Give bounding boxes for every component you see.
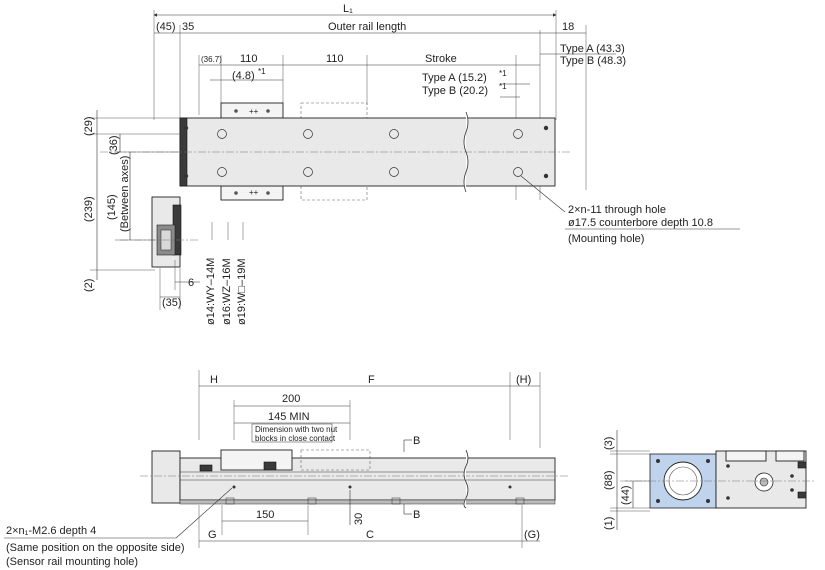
type-a-43-3: Type A (43.3) bbox=[560, 43, 625, 55]
hole-callout-2: ø17.5 counterbore depth 10.8 bbox=[568, 217, 713, 229]
dim-145-min: 145 MIN bbox=[268, 411, 310, 423]
note-mark-1: *1 bbox=[258, 67, 266, 76]
dim-4-8: (4.8) bbox=[232, 70, 255, 82]
dim-g-paren: (G) bbox=[524, 529, 540, 541]
type-b-48-3: Type B (48.3) bbox=[560, 55, 626, 67]
pitch-110-b: 110 bbox=[326, 53, 344, 65]
dim-c: C bbox=[366, 529, 374, 541]
tap-callout-1: 2×n₁-M2.6 depth 4 bbox=[6, 525, 96, 537]
dim-30: 30 bbox=[353, 513, 365, 525]
side-view: H F (H) 200 145 MIN Dimension with two n… bbox=[4, 370, 570, 568]
dim-239: (239) bbox=[83, 196, 95, 222]
between-axes: (Between axes) bbox=[119, 156, 131, 232]
motor-spec-3: ø19:W□–19M bbox=[236, 258, 248, 325]
motor-spec-1: ø14:WY–14M bbox=[205, 258, 217, 325]
dim-36: (36) bbox=[108, 135, 120, 155]
end-dim-44: (44) bbox=[620, 485, 632, 505]
type-a-15-2: Type A (15.2) bbox=[422, 72, 487, 84]
dim-150: 150 bbox=[256, 509, 274, 521]
dim-145: (145) bbox=[106, 194, 118, 220]
svg-text:++: ++ bbox=[249, 188, 259, 197]
stroke-label: Stroke bbox=[425, 53, 457, 65]
hole-callout-1: 2×n-11 through hole bbox=[568, 204, 666, 216]
note-mark-3: *1 bbox=[499, 82, 507, 91]
mounting-holes bbox=[183, 125, 549, 179]
dim-36-7: (36.7) bbox=[201, 55, 222, 64]
note-mark-2: *1 bbox=[499, 69, 507, 78]
dim-200: 200 bbox=[282, 393, 300, 405]
tap-callout-3: (Sensor rail mounting hole) bbox=[6, 556, 138, 568]
end-dim-1: (1) bbox=[603, 517, 615, 530]
dim-2: (2) bbox=[83, 279, 95, 292]
motor-end-side bbox=[151, 450, 181, 504]
end-dim-88: (88) bbox=[603, 470, 615, 490]
note-close-contact-2: blocks in close contact bbox=[255, 434, 336, 443]
table-side bbox=[220, 449, 293, 471]
dim-18: 18 bbox=[562, 21, 574, 33]
tap-callout-2: (Same position on the opposite side) bbox=[6, 542, 185, 554]
dim-35: 35 bbox=[182, 21, 194, 33]
note-close-contact-1: Dimension with two nut bbox=[255, 425, 338, 434]
type-b-20-2: Type B (20.2) bbox=[422, 85, 488, 97]
section-b-top: B bbox=[413, 435, 420, 447]
dim-g: G bbox=[208, 529, 217, 541]
dim-h-paren: (H) bbox=[516, 374, 531, 386]
dim-h: H bbox=[210, 374, 218, 386]
dim-6: 6 bbox=[188, 277, 194, 289]
dim-35-bottom: (35) bbox=[162, 297, 182, 309]
end-view: (3) (88) (44) (1) bbox=[603, 430, 815, 530]
outer-rail-length: Outer rail length bbox=[328, 21, 406, 33]
dim-f: F bbox=[368, 374, 375, 386]
svg-text:++: ++ bbox=[249, 107, 259, 116]
dim-29: (29) bbox=[83, 116, 95, 136]
pitch-110-a: 110 bbox=[240, 53, 258, 65]
dim-45: (45) bbox=[156, 21, 176, 33]
top-view: L₁ (45) 35 Outer rail length 18 Type A (… bbox=[83, 3, 740, 325]
hole-callout-3: (Mounting hole) bbox=[568, 233, 644, 245]
end-dim-3: (3) bbox=[603, 437, 615, 450]
dim-l1: L₁ bbox=[343, 3, 353, 15]
section-b-bottom: B bbox=[413, 509, 420, 521]
motor-spec-2: ø16:WZ–16M bbox=[221, 258, 233, 325]
